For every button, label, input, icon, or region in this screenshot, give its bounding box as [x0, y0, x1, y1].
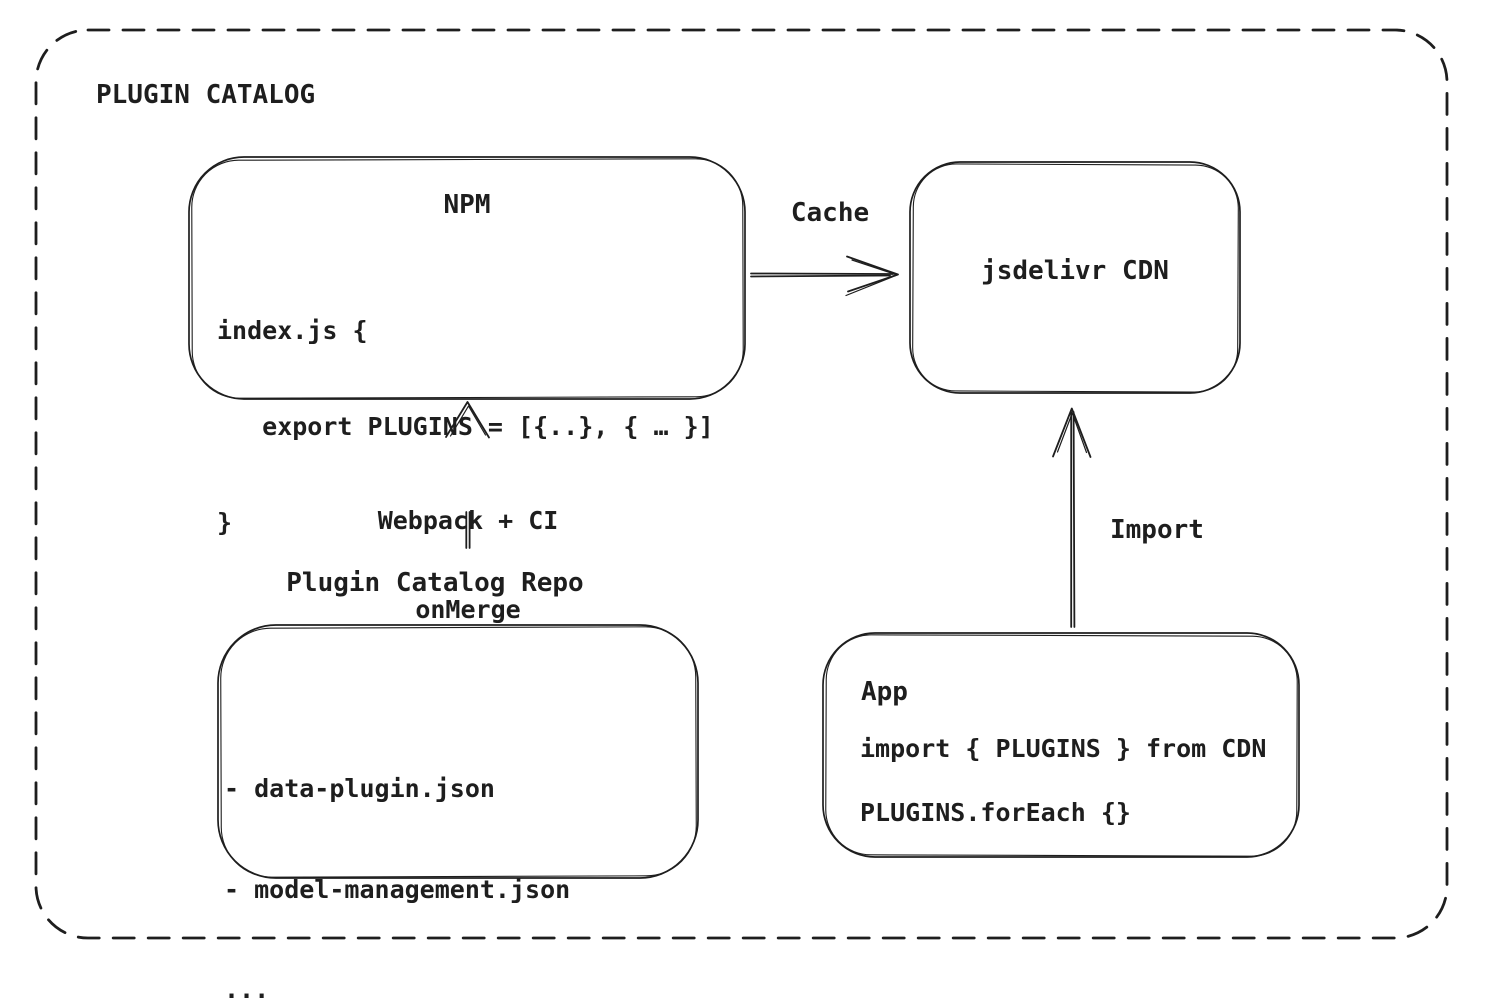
- import-arrow-label: Import: [1110, 515, 1204, 545]
- repo-file-item: ...: [224, 975, 270, 1002]
- diagram-title: PLUGIN CATALOG: [96, 80, 316, 110]
- app-box: [822, 632, 1300, 858]
- npm-box-title: NPM: [443, 190, 491, 220]
- repo-file-item: - data-plugin.json: [224, 774, 495, 803]
- build-arrow-label-line: Webpack + CI: [377, 506, 559, 535]
- repo-file-list: - data-plugin.json - model-management.js…: [224, 705, 570, 1002]
- npm-code-block: index.js { export PLUGINS = [{..}, { … }…: [217, 251, 714, 603]
- build-arrow: [445, 401, 490, 549]
- app-code-line: import { PLUGINS } from CDN: [860, 734, 1267, 763]
- repo-file-item: - model-management.json: [224, 874, 571, 904]
- catalog-frame: [34, 28, 1449, 940]
- build-arrow-label: Webpack + CI onMerge: [318, 447, 618, 683]
- build-arrow-label-line: onMerge: [415, 594, 521, 624]
- cache-arrow-label: Cache: [790, 198, 870, 228]
- import-arrow: [1052, 407, 1092, 628]
- cdn-box-label: jsdelivr CDN: [981, 256, 1169, 286]
- app-code-line: PLUGINS.forEach {}: [860, 798, 1131, 827]
- npm-box: [188, 156, 746, 400]
- cdn-box: [909, 161, 1241, 394]
- repo-box-label: Plugin Catalog Repo: [286, 568, 584, 598]
- repo-box: [217, 624, 699, 879]
- npm-code-line: export PLUGINS = [{..}, { … }]: [217, 412, 714, 441]
- cache-arrow: [750, 255, 899, 297]
- app-box-title: App: [861, 677, 908, 707]
- npm-code-line: index.js {: [217, 316, 368, 345]
- npm-code-line: }: [217, 508, 233, 537]
